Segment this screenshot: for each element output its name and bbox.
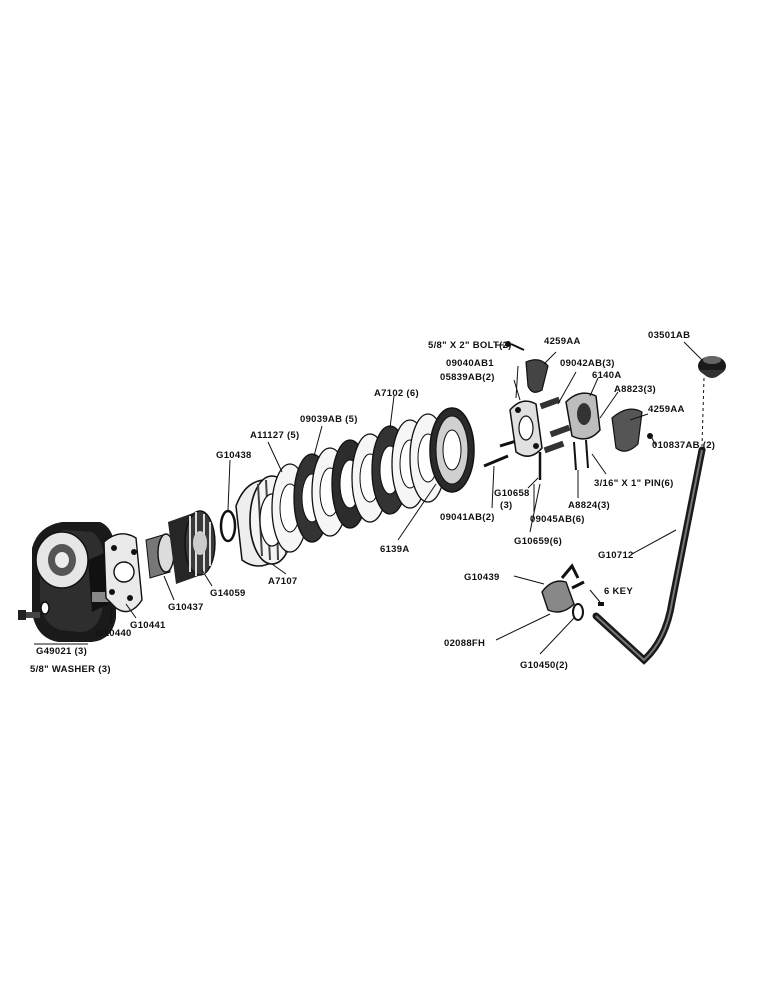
label-09040ab1: 09040AB1 [446,358,494,369]
label-pin: 3/16" X 1" PIN(6) [594,478,674,489]
label-g10441: G10441 [130,620,166,631]
key-part [598,602,604,606]
label-g10437: G10437 [168,602,204,613]
screw-part [647,433,653,439]
label-g10658-qty: (3) [500,500,513,511]
label-key: 6 KEY [604,586,633,597]
label-washer: 5/8" WASHER (3) [30,664,111,675]
leader-lines [34,341,703,655]
small-pins-part [538,439,589,480]
snap-ring-part [219,509,237,543]
label-a7102: A7102 (6) [374,388,419,399]
label-g10659: G10659(6) [514,536,562,547]
shift-lever-part [592,377,706,665]
label-010837ab: 010837AB (2) [652,440,715,451]
pressure-plate-part [429,407,475,493]
label-a8823: A8823(3) [614,384,656,395]
label-09041ab: 09041AB(2) [440,512,495,523]
label-4259aa-right: 4259AA [648,404,685,415]
label-6140a: 6140A [592,370,622,381]
shifter-fork-part [541,563,585,613]
label-g10438: G10438 [216,450,252,461]
label-4259aa-top: 4259AA [544,336,581,347]
hub-housing-part [32,522,116,642]
bolt-g49021-part [18,601,50,620]
gear-part [168,510,216,584]
yoke-part [565,392,601,440]
label-a7107: A7107 [268,576,298,587]
label-g10439: G10439 [464,572,500,583]
label-09045ab: 09045AB(6) [530,514,585,525]
label-a8824: A8824(3) [568,500,610,511]
label-g10712: G10712 [598,550,634,561]
label-g10440: G10440 [96,628,132,639]
label-02088fh: 02088FH [444,638,485,649]
part-labels: 5/8" X 2" BOLT(2) 4259AA 03501AB 09040AB… [30,330,715,675]
label-g14059: G14059 [210,588,246,599]
lever-right-part [611,408,643,452]
bearing-part [145,533,175,579]
label-bolt-2: 5/8" X 2" BOLT(2) [428,340,512,351]
label-6139a: 6139A [380,544,410,555]
label-g10450: G10450(2) [520,660,568,671]
bolt-2-part [505,341,525,351]
flange-plate-part [103,533,143,613]
knob-part [698,356,726,378]
label-03501ab: 03501AB [648,330,690,341]
collar-part [509,400,543,457]
label-g10658: G10658 [494,488,530,499]
label-09039ab: 09039AB (5) [300,414,358,425]
label-a11127: A11127 (5) [250,430,299,441]
label-05839ab: 05839AB(2) [440,372,495,383]
washer-part [572,603,584,621]
link-pins-part [539,396,571,454]
lever-top-part [525,359,549,393]
label-g49021: G49021 (3) [36,646,87,657]
label-09042ab: 09042AB(3) [560,358,615,369]
